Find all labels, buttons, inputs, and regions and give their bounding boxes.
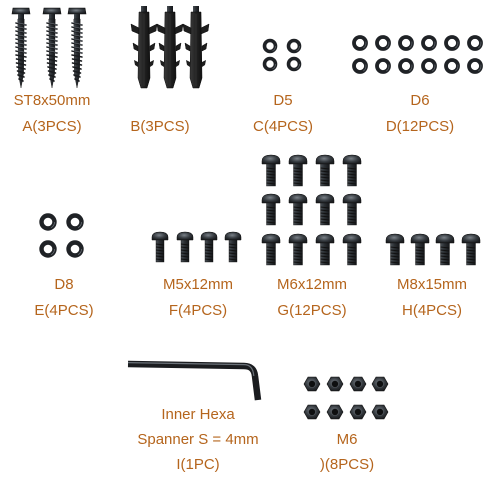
washer (398, 35, 414, 51)
wall-anchor (130, 5, 158, 89)
washer (421, 35, 437, 51)
bolt (342, 193, 362, 226)
bolt (410, 233, 430, 266)
bolt (288, 233, 308, 266)
lag-screw (11, 7, 31, 89)
bolt (261, 233, 281, 266)
bolt (315, 233, 335, 266)
washer (444, 58, 460, 74)
bolt (315, 193, 335, 226)
washers-c (262, 38, 302, 72)
label-g-code: G(12PCS) (277, 302, 347, 319)
washer (352, 58, 368, 74)
bolt (288, 193, 308, 226)
bolt (385, 233, 405, 266)
label-e-code: E(4PCS) (34, 302, 94, 319)
label-g-size: M6x12mm (276, 276, 348, 293)
nuts-j (303, 376, 389, 420)
label-j-size: M6 (336, 431, 358, 448)
hex-nut (303, 376, 321, 392)
hex-nut (303, 404, 321, 420)
label-b-code: B(3PCS) (130, 118, 190, 135)
label-c-size: D5 (273, 92, 293, 109)
washer (262, 56, 278, 72)
washer (42, 216, 55, 229)
bolt (315, 154, 335, 187)
hex-nut (349, 376, 367, 392)
wall-anchor (156, 5, 184, 89)
washers-d (352, 35, 483, 74)
bolt (151, 231, 169, 263)
bolts-f (151, 231, 242, 263)
washer (375, 58, 391, 74)
bolt (461, 233, 481, 266)
hex-key-i (127, 360, 262, 401)
washer (444, 35, 460, 51)
washer (69, 216, 82, 229)
washer (262, 38, 278, 54)
label-a-size: ST8x50mm (13, 92, 91, 109)
bolt (342, 233, 362, 266)
washer (467, 35, 483, 51)
label-i-name-line2: Spanner S = 4mm (137, 431, 259, 448)
lag-screw (67, 7, 87, 89)
bolt (288, 154, 308, 187)
washer (42, 243, 55, 256)
washer (352, 35, 368, 51)
label-f-size: M5x12mm (162, 276, 234, 293)
washer (286, 38, 302, 54)
wall-anchors-b (130, 5, 210, 89)
lag-screw (42, 7, 62, 89)
bolt (224, 231, 242, 263)
label-d-code: D(12PCS) (385, 118, 455, 135)
washer (69, 243, 82, 256)
bolt (342, 154, 362, 187)
bolt (176, 231, 194, 263)
bolt (435, 233, 455, 266)
hex-nut (326, 376, 344, 392)
label-h-size: M8x15mm (396, 276, 468, 293)
bolt (200, 231, 218, 263)
label-h-code: H(4PCS) (401, 302, 463, 319)
label-f-code: F(4PCS) (168, 302, 228, 319)
hex-nut (326, 404, 344, 420)
bolt (261, 154, 281, 187)
bolts-g (261, 154, 362, 266)
washer (286, 56, 302, 72)
washers-e (42, 216, 82, 256)
wall-anchor (182, 5, 210, 89)
label-i-code: I(1PC) (176, 456, 220, 473)
washer (421, 58, 437, 74)
lag-screws-a (11, 7, 87, 89)
hex-nut (371, 376, 389, 392)
hex-nut (349, 404, 367, 420)
hex-nut (371, 404, 389, 420)
washer (467, 58, 483, 74)
label-j-code: )(8PCS) (319, 456, 375, 473)
label-d-size: D6 (410, 92, 430, 109)
label-i-name-line1: Inner Hexa (161, 406, 235, 423)
bolts-h (385, 233, 481, 266)
label-c-code: C(4PCS) (252, 118, 314, 135)
label-e-size: D8 (54, 276, 74, 293)
bolt (261, 193, 281, 226)
label-a-code: A(3PCS) (22, 118, 82, 135)
washer (398, 58, 414, 74)
washer (375, 35, 391, 51)
